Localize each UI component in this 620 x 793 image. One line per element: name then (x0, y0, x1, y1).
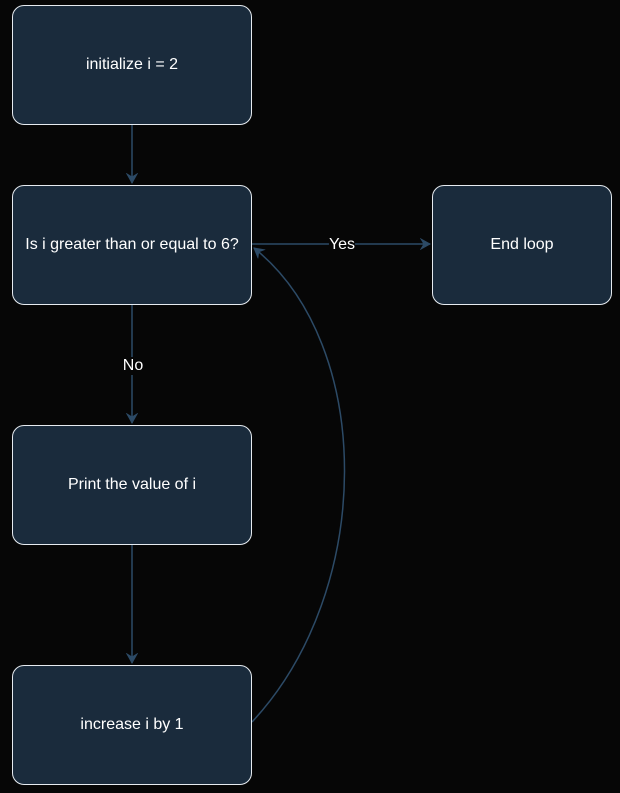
arrow-increment-loop-back (251, 248, 346, 723)
edge-label-yes: Yes (328, 236, 356, 254)
edge-label-no: No (122, 357, 144, 375)
node-increment[interactable]: increase i by 1 (12, 665, 252, 785)
node-condition[interactable]: Is i greater than or equal to 6? (12, 185, 252, 305)
node-initialize-label: initialize i = 2 (85, 56, 179, 73)
node-condition-label: Is i greater than or equal to 6? (25, 236, 239, 253)
node-end-loop[interactable]: End loop (432, 185, 612, 305)
node-increment-label: increase i by 1 (80, 716, 184, 733)
node-print-label: Print the value of i (67, 476, 197, 493)
node-print[interactable]: Print the value of i (12, 425, 252, 545)
node-end-loop-label: End loop (490, 236, 554, 253)
node-initialize[interactable]: initialize i = 2 (12, 5, 252, 125)
